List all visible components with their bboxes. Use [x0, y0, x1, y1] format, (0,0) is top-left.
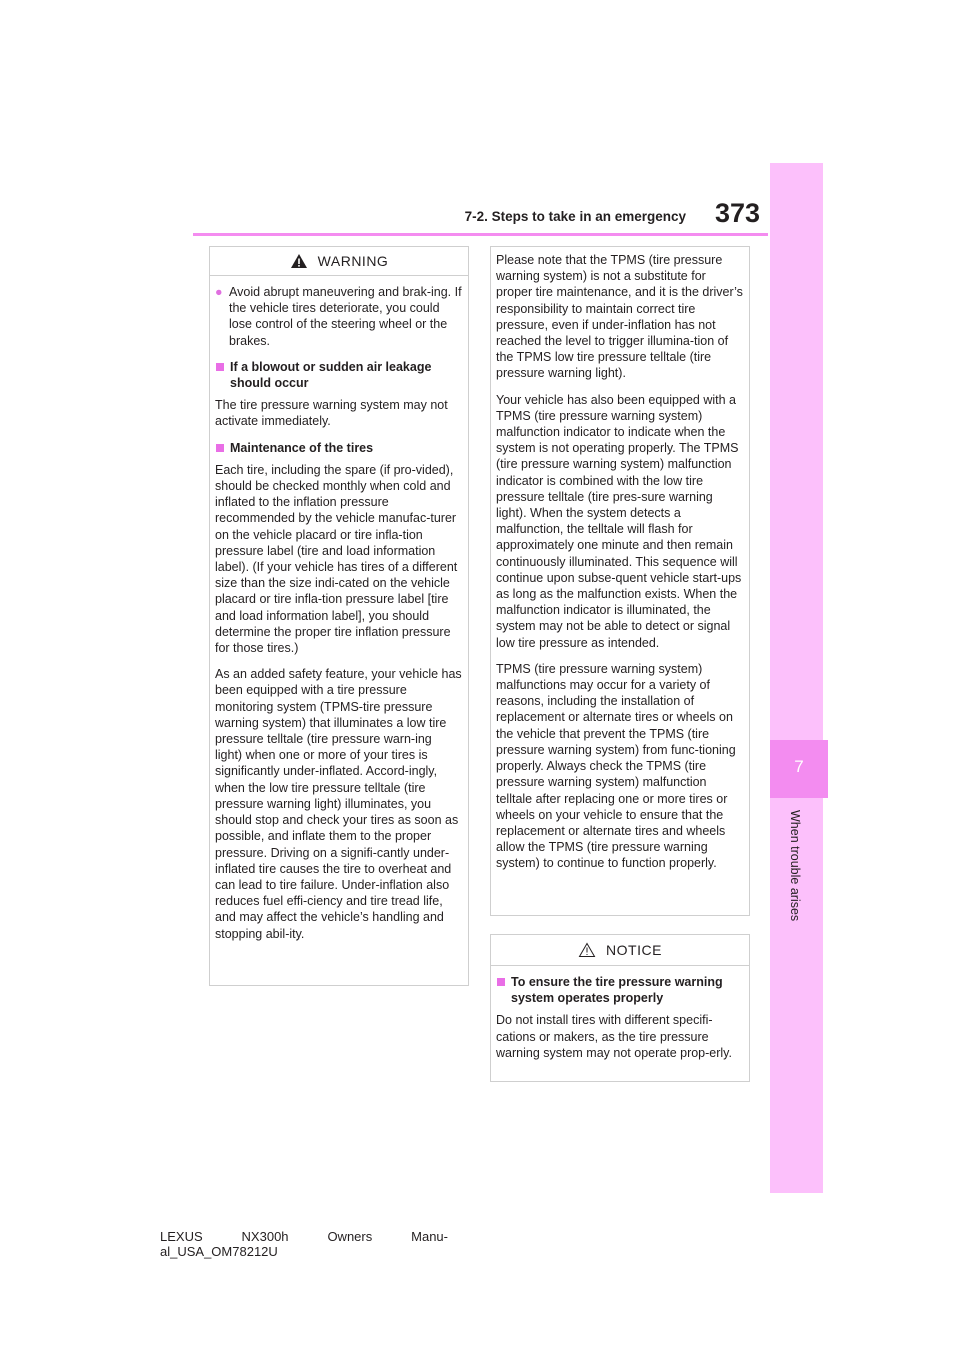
warning-box: WARNING ● Avoid abrupt maneuvering and b… [209, 246, 469, 986]
warning-maintenance-para-2: As an added safety feature, your vehicle… [215, 667, 462, 941]
warning-subheading-blowout-text: If a blowout or sudden air leakage shoul… [230, 359, 432, 391]
notice-triangle-icon [578, 942, 596, 957]
notice-box-title: NOTICE [606, 942, 662, 958]
warning-continued-box: Please note that the TPMS (tire pressure… [490, 246, 750, 916]
warning-maintenance-para-1: Each tire, including the spare (if pro-v… [215, 462, 458, 656]
notice-box-header: NOTICE [491, 935, 749, 966]
footer-line-2: al_USA_OM78212U [160, 1244, 278, 1259]
warning-bullet: ● Avoid abrupt maneuvering and brak-ing.… [215, 284, 462, 349]
square-bullet-icon [216, 443, 224, 452]
warning-bullet-text: Avoid abrupt maneuvering and brak-ing. I… [229, 285, 462, 348]
footer-word-2: NX300h [241, 1229, 289, 1244]
warning-subheading-maintenance-text: Maintenance of the tires [230, 440, 374, 455]
warning-box-body: ● Avoid abrupt maneuvering and brak-ing.… [210, 276, 468, 942]
chapter-marker [770, 740, 828, 798]
notice-text: Do not install tires with different spec… [496, 1013, 732, 1060]
continued-para-3: TPMS (tire pressure warning system) malf… [496, 661, 736, 871]
warning-box-header: WARNING [210, 247, 468, 276]
warning-continued-body: Please note that the TPMS (tire pressure… [491, 247, 749, 872]
chapter-label: When trouble arises [788, 810, 802, 922]
warning-box-title: WARNING [317, 253, 389, 269]
header-rule [193, 233, 768, 236]
notice-subheading: To ensure the tire pressure warning syst… [496, 974, 743, 1006]
footer-word-1: LEXUS [160, 1229, 203, 1244]
footer: LEXUS NX300h Owners Manu- al_USA_OM78212… [160, 1229, 460, 1259]
warning-triangle-icon [290, 254, 307, 268]
footer-word-4: Manu- [411, 1229, 448, 1244]
footer-word-3: Owners [327, 1229, 373, 1244]
square-bullet-icon [497, 978, 505, 986]
bullet-dot-icon: ● [215, 285, 223, 299]
warning-blowout-text: The tire pressure warning system may not… [215, 398, 448, 429]
notice-subheading-text: To ensure the tire pressure warning syst… [511, 975, 723, 1006]
chapter-number: 7 [794, 757, 804, 776]
warning-subheading-maintenance: Maintenance of the tires [215, 440, 462, 456]
footer-line-1: LEXUS NX300h Owners Manu- [160, 1229, 448, 1244]
chapter-side-tab [770, 163, 823, 1193]
warning-subheading-blowout: If a blowout or sudden air leakage shoul… [215, 359, 462, 391]
continued-para-2: Your vehicle has also been equipped with… [496, 392, 742, 650]
notice-box: NOTICE To ensure the tire pressure warni… [490, 934, 750, 1082]
page-number: 373 [714, 198, 760, 228]
notice-box-body: To ensure the tire pressure warning syst… [491, 966, 749, 1061]
square-bullet-icon [216, 362, 224, 371]
header-section-title: 7-2. Steps to take in an emergency [464, 209, 686, 224]
continued-para-1: Please note that the TPMS (tire pressure… [496, 253, 743, 381]
